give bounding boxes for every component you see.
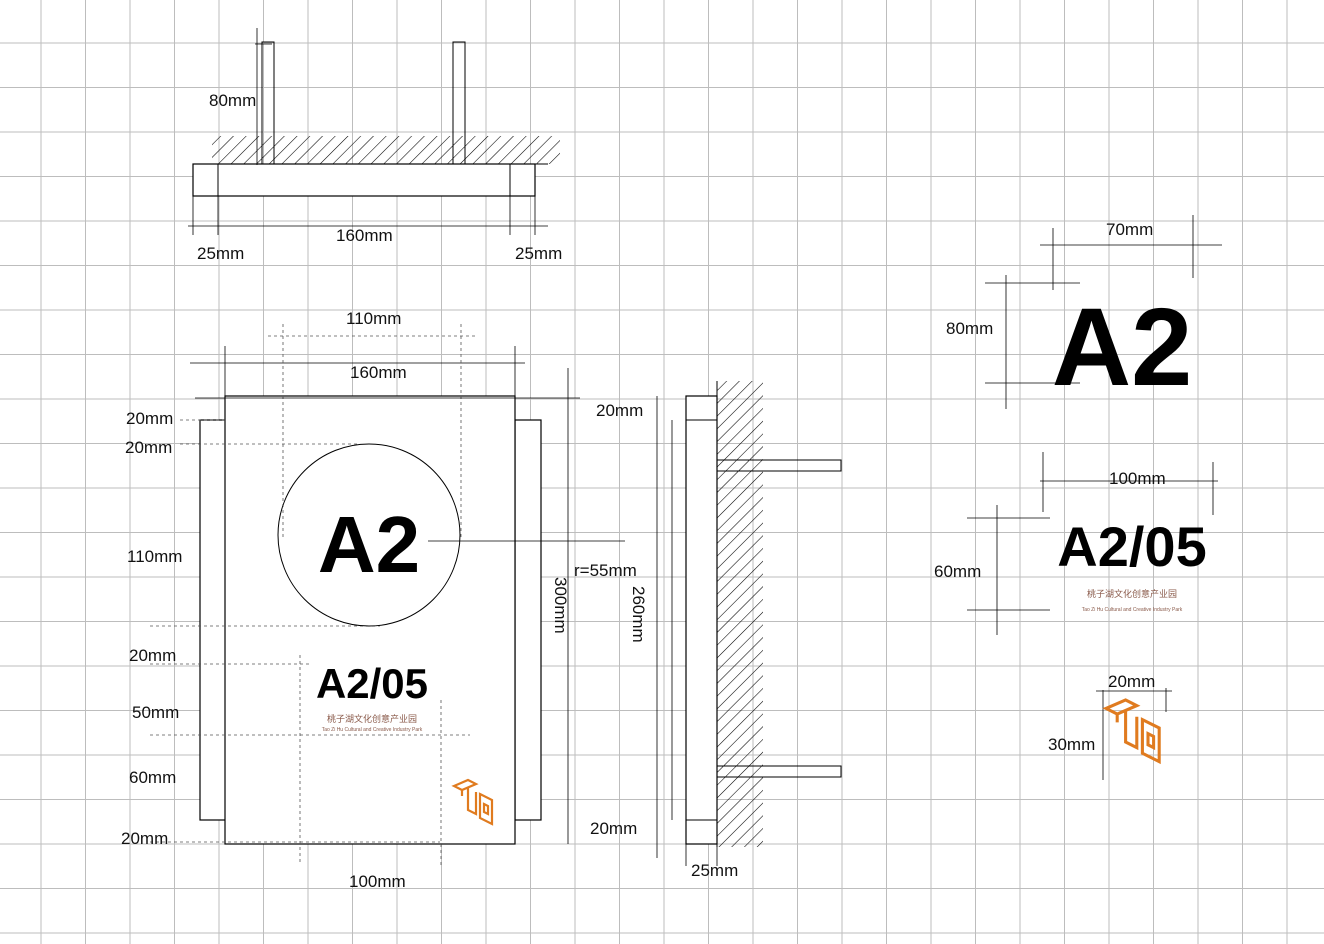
- bracket-top: [716, 459, 842, 472]
- code-height-label: 50mm: [132, 703, 179, 722]
- side-height-label: 260mm: [629, 586, 648, 643]
- code-detail-brand-cn: 桃子湖文化创意产业园: [1087, 588, 1177, 599]
- a2-height-label: 80mm: [946, 319, 993, 338]
- top-right-label: 25mm: [515, 244, 562, 263]
- sign-side: [685, 395, 718, 845]
- detail-a2: 70mm 80mm A2: [946, 215, 1222, 409]
- rail-right: [514, 419, 542, 821]
- sign-plan: [192, 163, 536, 197]
- top-depth-label: 80mm: [209, 91, 256, 110]
- brand-en: Tao Zi Hu Cultural and Creative Industry…: [322, 727, 423, 733]
- room-label: A2: [318, 500, 420, 589]
- side-thickness-label: 25mm: [691, 861, 738, 880]
- top-view: 80mm 160mm 25mm 25mm: [188, 28, 562, 263]
- gap-label: 20mm: [129, 646, 176, 665]
- brand-cn: 桃子湖文化创意产业园: [327, 713, 417, 724]
- detail-logo: 20mm 30mm: [1048, 672, 1172, 780]
- top-left-label: 25mm: [197, 244, 244, 263]
- circle-offset-label: 20mm: [125, 438, 172, 457]
- side-top-label: 20mm: [596, 401, 643, 420]
- bottom-margin-label: 20mm: [121, 829, 168, 848]
- standoff-left: [261, 41, 275, 165]
- room-code: A2/05: [316, 660, 428, 707]
- logo-icon: [451, 778, 494, 826]
- code-detail-text: A2/05: [1057, 515, 1206, 578]
- circle-height-label: 110mm: [127, 547, 182, 566]
- outer-width-label: 160mm: [350, 363, 407, 382]
- bracket-bottom: [716, 765, 842, 778]
- wall-hatch-top: [212, 136, 560, 164]
- wall-hatch-side: [717, 381, 763, 847]
- logo-height-label: 60mm: [129, 768, 176, 787]
- code-detail-brand-en: Tao Zi Hu Cultural and Creative Industry…: [1082, 607, 1183, 613]
- side-view: 20mm 260mm 20mm 25mm: [590, 381, 842, 880]
- top-margin-label: 20mm: [126, 409, 173, 428]
- top-width-label: 160mm: [336, 226, 393, 245]
- a2-width-label: 70mm: [1106, 220, 1153, 239]
- sign-panel: [224, 395, 516, 845]
- logo-width-label: 20mm: [1108, 672, 1155, 691]
- inner-width-label: 110mm: [346, 309, 401, 328]
- code-height-detail-label: 60mm: [934, 562, 981, 581]
- a2-detail-text: A2: [1052, 286, 1193, 409]
- logo-height-detail-label: 30mm: [1048, 735, 1095, 754]
- radius-label: r=55mm: [574, 561, 637, 580]
- circle-frame: [277, 443, 461, 627]
- logo-detail-icon: [1102, 698, 1161, 765]
- rail-left: [199, 419, 227, 821]
- front-view: A2 A2/05 桃子湖文化创意产业园 Tao Zi Hu Cultural a…: [121, 309, 637, 891]
- total-height-label: 300mm: [551, 577, 570, 634]
- standoff-right: [452, 41, 466, 165]
- bottom-width-label: 100mm: [349, 872, 406, 891]
- side-bottom-label: 20mm: [590, 819, 637, 838]
- code-width-label: 100mm: [1109, 469, 1166, 488]
- detail-code: 100mm 60mm A2/05 桃子湖文化创意产业园 Tao Zi Hu Cu…: [934, 452, 1218, 635]
